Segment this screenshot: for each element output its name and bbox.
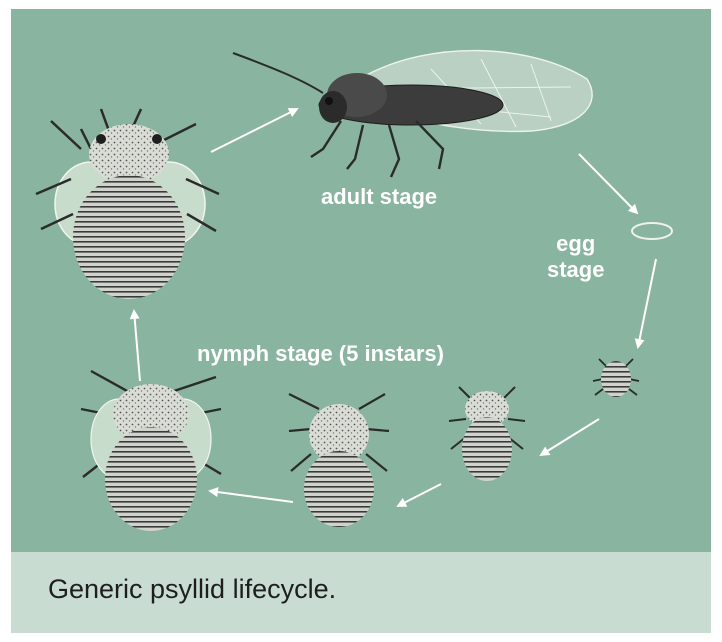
egg-stage-text-line1: egg xyxy=(547,231,604,257)
arrow-egg-to-nymph-1 xyxy=(638,259,656,347)
arrow-nymph-2-to-3 xyxy=(398,484,441,506)
nymph-stage-label: nymph stage (5 instars) xyxy=(197,341,444,367)
lifecycle-illustration xyxy=(11,9,711,552)
arrow-nymph-3-to-4 xyxy=(210,491,293,502)
figure-caption: Generic psyllid lifecycle. xyxy=(48,574,336,605)
nymph-instar-2-illustration xyxy=(449,387,525,481)
nymph-instar-3-illustration xyxy=(289,394,389,527)
nymph-stage-text: nymph stage (5 instars) xyxy=(197,341,444,367)
arrow-adult-to-egg xyxy=(579,154,637,213)
egg-stage-label: egg stage xyxy=(547,231,604,283)
nymph-instar-1-illustration xyxy=(593,359,639,397)
arrow-nymph-4-to-5 xyxy=(134,311,140,381)
egg-stage-text-line2: stage xyxy=(547,257,604,283)
egg-illustration xyxy=(632,223,672,239)
caption-band: Generic psyllid lifecycle. xyxy=(11,552,711,633)
nymph-instar-4-illustration xyxy=(81,371,221,531)
arrow-nymph-1-to-2 xyxy=(541,419,599,455)
arrow-nymph-to-adult xyxy=(211,109,297,152)
adult-stage-label: adult stage xyxy=(321,184,437,210)
adult-stage-text: adult stage xyxy=(321,184,437,210)
lifecycle-diagram: adult stage egg stage nymph stage (5 ins… xyxy=(11,9,711,552)
large-nymph-illustration xyxy=(36,109,219,299)
